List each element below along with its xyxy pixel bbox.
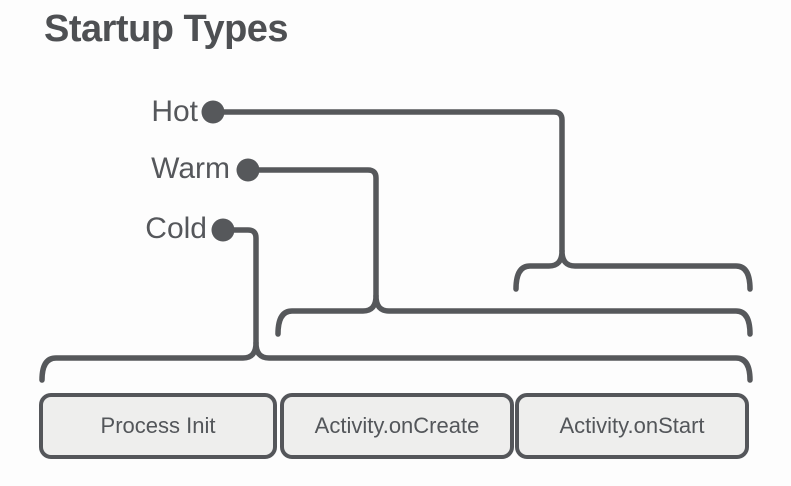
- phase-box-activity-onstart-label: Activity.onStart: [559, 413, 705, 438]
- hot-brace: [513, 248, 753, 292]
- warm-brace: [275, 293, 753, 337]
- cold-brace: [39, 340, 753, 383]
- diagram-title: Startup Types: [44, 8, 289, 50]
- hot-connector-line: [210, 109, 565, 254]
- label-warm: Warm: [151, 152, 230, 185]
- cold-connector-line: [220, 227, 259, 346]
- hot-dot: [201, 100, 225, 124]
- warm-dot: [236, 158, 260, 182]
- phase-box-activity-oncreate: Activity.onCreate: [280, 393, 514, 459]
- phase-box-process-init: Process Init: [39, 393, 277, 459]
- cold-dot: [211, 218, 235, 242]
- phase-box-activity-onstart: Activity.onStart: [515, 393, 749, 459]
- phase-box-process-init-label: Process Init: [100, 413, 216, 438]
- phase-box-activity-oncreate-label: Activity.onCreate: [314, 413, 480, 438]
- label-hot: Hot: [151, 95, 198, 128]
- label-cold: Cold: [145, 212, 207, 245]
- warm-connector-line: [245, 167, 379, 299]
